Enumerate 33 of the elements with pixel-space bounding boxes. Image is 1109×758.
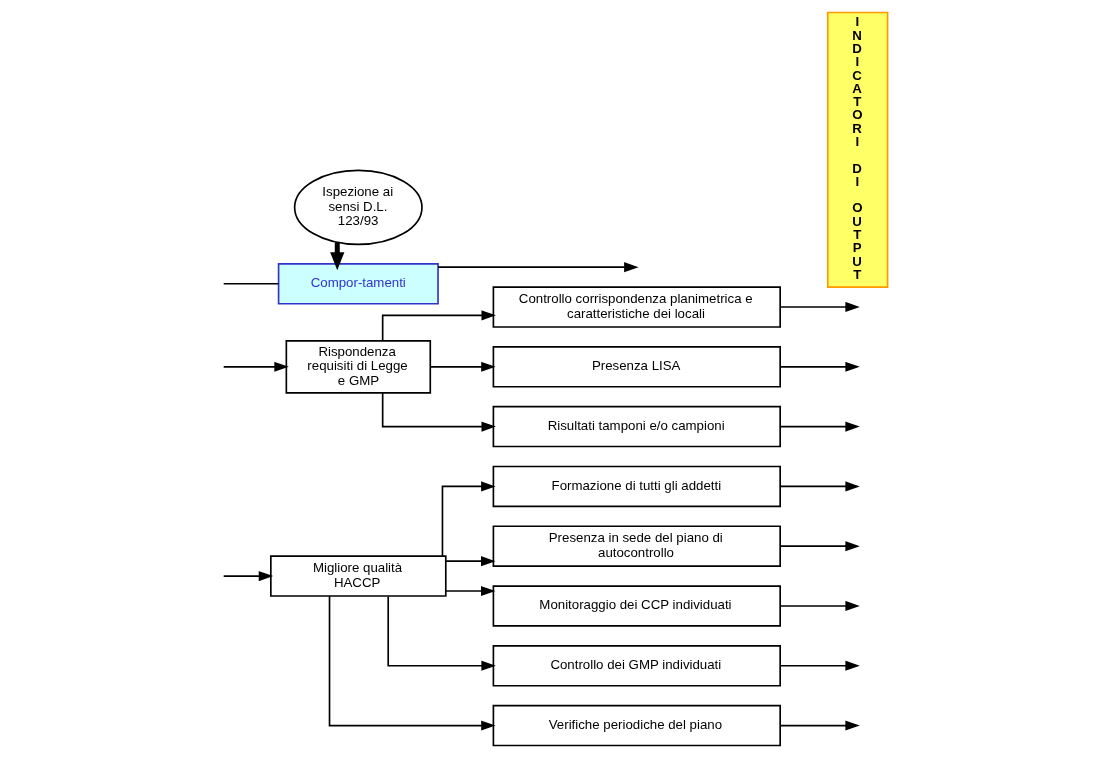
arrow — [779, 361, 860, 372]
node-box: Verifiche periodiche del piano — [492, 704, 781, 747]
node-box: Presenza LISA — [492, 346, 781, 388]
arrow — [779, 600, 860, 612]
node-box: Rispondenza requisiti di Legge e GMP — [285, 339, 431, 394]
node-box: Controllo corrispondenza planimetrica e caratteristiche dei locali — [492, 286, 781, 328]
arrow — [222, 361, 289, 372]
arrow — [779, 720, 860, 731]
arrow — [779, 541, 860, 552]
arrow — [444, 556, 495, 567]
arrow — [779, 481, 860, 492]
arrow — [779, 660, 860, 671]
arrow — [444, 586, 495, 597]
arrow — [779, 302, 860, 313]
arrow — [436, 262, 639, 273]
node-ellipse: Ispezione ai sensi D.L. 123/93 — [293, 169, 423, 246]
node-box: Presenza in sede del piano di autocontrollo — [492, 525, 781, 567]
node-box: Controllo dei GMP individuati — [492, 645, 781, 687]
arrow — [386, 595, 496, 671]
arrow — [429, 361, 496, 372]
node-box: Risultati tamponi e/o campioni — [492, 405, 781, 448]
node-box: Migliore qualità HACCP — [269, 555, 447, 597]
arrow — [328, 595, 496, 731]
arrow — [381, 310, 496, 342]
node-box: INDICATORI DI OUTPUT — [826, 11, 888, 288]
arrow — [441, 481, 496, 557]
node-box: Monitoraggio dei CCP individuati — [492, 585, 781, 627]
node-box: Compor-tamenti — [277, 263, 439, 305]
arrow — [381, 392, 496, 432]
arrow — [779, 421, 860, 432]
node-box: Formazione di tutti gli addetti — [492, 465, 781, 508]
arrow — [222, 571, 273, 582]
connector — [222, 282, 279, 285]
